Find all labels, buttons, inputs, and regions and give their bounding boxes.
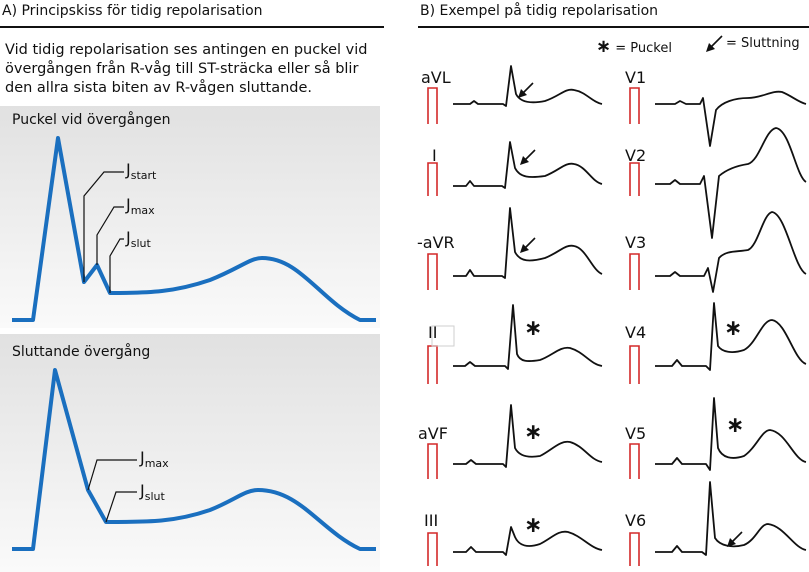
- ecg-trace-v4: [655, 302, 807, 371]
- ecg-trace-v1: [655, 90, 807, 147]
- calibration-pulse: [427, 253, 438, 290]
- arrow-icon: [520, 149, 536, 165]
- panel-bottom-title: Sluttande övergång: [12, 344, 151, 360]
- ecg-traces-right: [655, 90, 807, 556]
- legend-sluttning: = Sluttning: [726, 36, 800, 51]
- lead-label-iii: III: [424, 511, 439, 530]
- calibration-pulse: [427, 162, 438, 196]
- callout-lines-top: [83, 171, 124, 293]
- ecg-trace-v3: [655, 211, 807, 293]
- lead-label-avr: -aVR: [417, 233, 455, 252]
- panel-top: [0, 106, 380, 328]
- star-icon: ∗: [596, 36, 612, 57]
- section-b-rule: [418, 26, 809, 28]
- calibration-pulse: [427, 443, 438, 479]
- star-icon: ∗: [524, 420, 543, 445]
- ecg-trace-avl: [453, 65, 603, 107]
- section-b-heading: B) Exempel på tidig repolarisation: [420, 3, 659, 19]
- arrow-icon: [518, 82, 534, 98]
- lead-label-i: I: [432, 146, 437, 165]
- calibration-pulse: [629, 345, 640, 384]
- star-icon: ∗: [726, 413, 745, 438]
- lead-label-v4: V4: [625, 323, 647, 342]
- calibration-pulse: [629, 443, 640, 479]
- label-j-max: Jmax: [140, 448, 169, 471]
- calibration-pulse: [629, 162, 640, 196]
- label-j-slut: Jslut: [140, 481, 165, 504]
- star-icon: ∗: [524, 513, 543, 538]
- slope-arrows-left: [518, 82, 536, 253]
- calibration-pulse: [629, 253, 640, 290]
- label-j-max: Jmax: [126, 195, 155, 218]
- intro-line: övergången från R-våg till ST-sträcka el…: [5, 61, 359, 77]
- section-a-intro: Vid tidig repolarisation ses antingen en…: [5, 41, 395, 98]
- label-j-slut: Jslut: [126, 228, 151, 251]
- ecg-trace-v2: [655, 127, 807, 239]
- callout-lines-bottom: [87, 459, 137, 523]
- calibration-pulse: [629, 87, 640, 124]
- arrow-icon: [520, 237, 536, 253]
- ecg-trace-avf: [453, 404, 603, 468]
- lead-label-ii: II: [428, 323, 438, 342]
- ecg-traces-left: [453, 65, 603, 556]
- panel-top-title: Puckel vid övergången: [12, 112, 171, 128]
- arrow-icon: [706, 35, 723, 52]
- intro-line: Vid tidig repolarisation ses antingen en…: [5, 42, 368, 58]
- calibration-pulse: [427, 532, 438, 566]
- calibration-pulse: [629, 532, 640, 566]
- ecg-trace-avr: [453, 207, 603, 279]
- intro-line: den allra sista biten av R-vågen sluttan…: [5, 80, 313, 96]
- ecg-trace-iii: [453, 526, 603, 556]
- calibration-pulses-left: [427, 87, 438, 566]
- panel-bottom: [0, 334, 380, 572]
- arrow-icon: [727, 531, 743, 547]
- lead-label-v1: V1: [625, 68, 647, 87]
- ecg-trace-v5: [655, 397, 807, 471]
- lead-label-avf: aVF: [418, 424, 448, 443]
- star-icon: ∗: [724, 316, 743, 341]
- schematic-wave-top: [12, 136, 376, 322]
- lead-label-avl: aVL: [421, 68, 451, 87]
- schematic-wave-bottom: [12, 368, 376, 551]
- lead-label-v2: V2: [625, 146, 647, 165]
- label-j-start: Jstart: [126, 160, 157, 183]
- section-a-heading: A) Principskiss för tidig repolarisation: [2, 3, 263, 19]
- star-icon: ∗: [524, 316, 543, 341]
- lead-label-v6: V6: [625, 511, 647, 530]
- ecg-trace-ii: [453, 304, 603, 370]
- ecg-trace-i: [453, 141, 603, 189]
- calibration-pulse: [427, 345, 438, 384]
- calibration-pulses-right: [629, 87, 640, 566]
- ecg-trace-v6: [655, 481, 807, 556]
- section-a-rule: [0, 26, 384, 28]
- legend-puckel: ∗ = Puckel: [596, 36, 672, 57]
- calibration-pulse: [427, 87, 438, 124]
- lead-label-v3: V3: [625, 233, 647, 252]
- lead-label-box: [431, 325, 455, 347]
- lead-label-v5: V5: [625, 424, 647, 443]
